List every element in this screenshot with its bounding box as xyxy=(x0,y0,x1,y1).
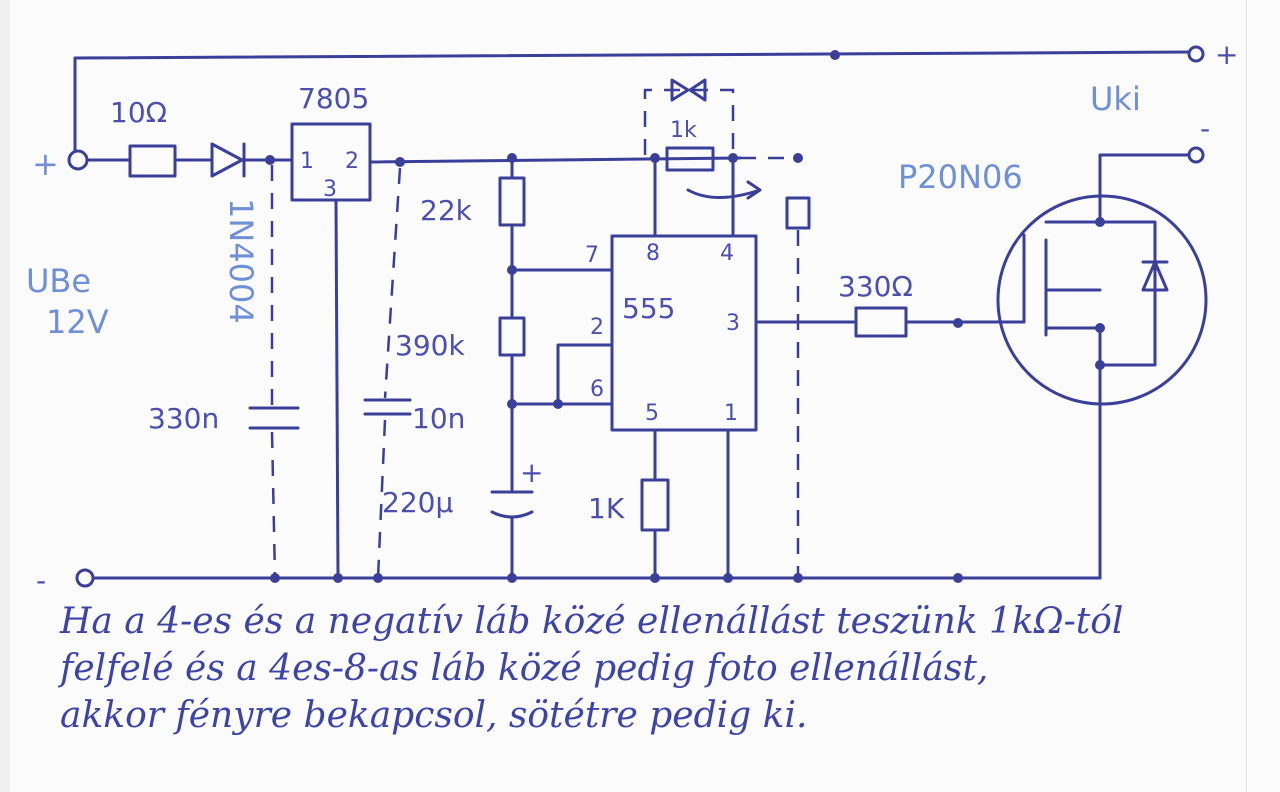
photo-element xyxy=(670,78,707,102)
label-regulator: 7805 xyxy=(298,82,369,115)
label-r-pin5: 1K xyxy=(588,492,625,525)
label-pot: 1k xyxy=(670,118,697,143)
note-line-3: akkor fényre bekapcsol, sötétre pedig ki… xyxy=(60,695,808,736)
resistor-1k-pin5 xyxy=(640,478,670,532)
handwritten-note: Ha a 4-es és a negatív láb közé ellenáll… xyxy=(60,598,1240,739)
label-c-timing-plus: + xyxy=(520,456,543,489)
gnd-node-4 xyxy=(507,573,517,583)
node-drain xyxy=(1095,217,1105,227)
label-reg-pin-in: 1 xyxy=(300,149,314,174)
label-c-input: 330n xyxy=(148,402,219,435)
cap-330n-plates xyxy=(248,406,300,430)
node-reg-out xyxy=(395,157,405,167)
label-diode: 1N4004 xyxy=(222,198,260,324)
label-input-voltage-2: 12V xyxy=(46,303,109,341)
mosfet-channel xyxy=(1044,153,1198,580)
label-out-plus: + xyxy=(1215,38,1238,71)
body-diode xyxy=(1141,260,1169,292)
node-pin4 xyxy=(728,153,738,163)
gnd-node-8 xyxy=(953,573,963,583)
label-r-top: 22k xyxy=(420,194,473,227)
cap-220u-plates xyxy=(490,490,534,519)
node-22k-top xyxy=(507,153,517,163)
label-c-timing: 220µ xyxy=(382,486,453,519)
label-reg-pin-out: 2 xyxy=(345,149,359,174)
wire-pin2 xyxy=(556,343,614,406)
output-minus-terminal[interactable] xyxy=(1187,146,1205,164)
label-pin1: 1 xyxy=(724,401,738,426)
pot-wiper xyxy=(686,180,762,200)
label-input-minus: - xyxy=(36,564,46,597)
gnd-node-5 xyxy=(650,573,660,583)
note-line-2: felfelé és a 4es-8-as láb közé pedig fot… xyxy=(60,648,989,689)
label-out-minus: - xyxy=(1200,112,1210,145)
wire-reg-out xyxy=(368,156,742,164)
gnd-node-6 xyxy=(723,573,733,583)
label-pin7: 7 xyxy=(585,243,599,268)
mosfet-gate xyxy=(1022,233,1048,337)
reg-ground-wire xyxy=(334,198,340,580)
cap-330n-lead xyxy=(270,165,277,579)
pot-1k xyxy=(665,146,715,172)
label-output: Uki xyxy=(1090,80,1141,118)
mosfet-body xyxy=(996,194,1208,406)
node-optional-r xyxy=(793,153,803,163)
cap-10n-lead xyxy=(376,167,402,579)
resistor-10-ohm xyxy=(128,144,177,178)
gnd-node-2 xyxy=(333,573,343,583)
optional-resistor xyxy=(785,196,811,230)
ic-555 xyxy=(610,234,758,432)
node-gate xyxy=(953,318,963,328)
node-diode xyxy=(265,155,275,165)
node-body-diode xyxy=(1095,360,1105,370)
ldr-loop xyxy=(643,88,735,155)
rail-node xyxy=(830,50,840,60)
label-reg-pin-gnd: 3 xyxy=(323,177,337,202)
label-mosfet: P20N06 xyxy=(898,158,1023,196)
label-ic: 555 xyxy=(622,292,675,325)
input-minus-terminal[interactable] xyxy=(75,568,95,588)
cap-10n-plates xyxy=(363,398,412,416)
node-pin2-6 xyxy=(553,399,563,409)
label-pin8: 8 xyxy=(646,241,660,266)
label-input-voltage-1: UBe xyxy=(26,262,91,300)
label-r-mid: 390k xyxy=(395,329,465,362)
gnd-node-3 xyxy=(373,573,383,583)
gnd-node-1 xyxy=(270,573,280,583)
label-pin6: 6 xyxy=(590,377,604,402)
input-plus-terminal[interactable] xyxy=(67,149,89,171)
note-line-1: Ha a 4-es és a negatív láb közé ellenáll… xyxy=(60,601,1124,642)
label-pin4: 4 xyxy=(720,241,734,266)
node-source xyxy=(1095,323,1105,333)
diode-symbol xyxy=(210,142,246,178)
resistor-390k xyxy=(498,316,526,357)
output-plus-terminal[interactable] xyxy=(1187,45,1205,63)
resistor-330-ohm xyxy=(854,306,908,338)
label-input-plus: + xyxy=(32,145,59,183)
label-pin5: 5 xyxy=(645,401,659,426)
label-r-input: 10Ω xyxy=(110,96,167,129)
label-pin2: 2 xyxy=(590,315,604,340)
top-positive-rail xyxy=(73,50,1197,60)
label-pin3: 3 xyxy=(726,311,740,336)
node-pin8 xyxy=(650,153,660,163)
resistor-22k xyxy=(498,176,526,227)
label-c-output: 10n xyxy=(412,402,465,435)
label-r-gate: 330Ω xyxy=(838,270,913,303)
gnd-node-7 xyxy=(793,573,803,583)
